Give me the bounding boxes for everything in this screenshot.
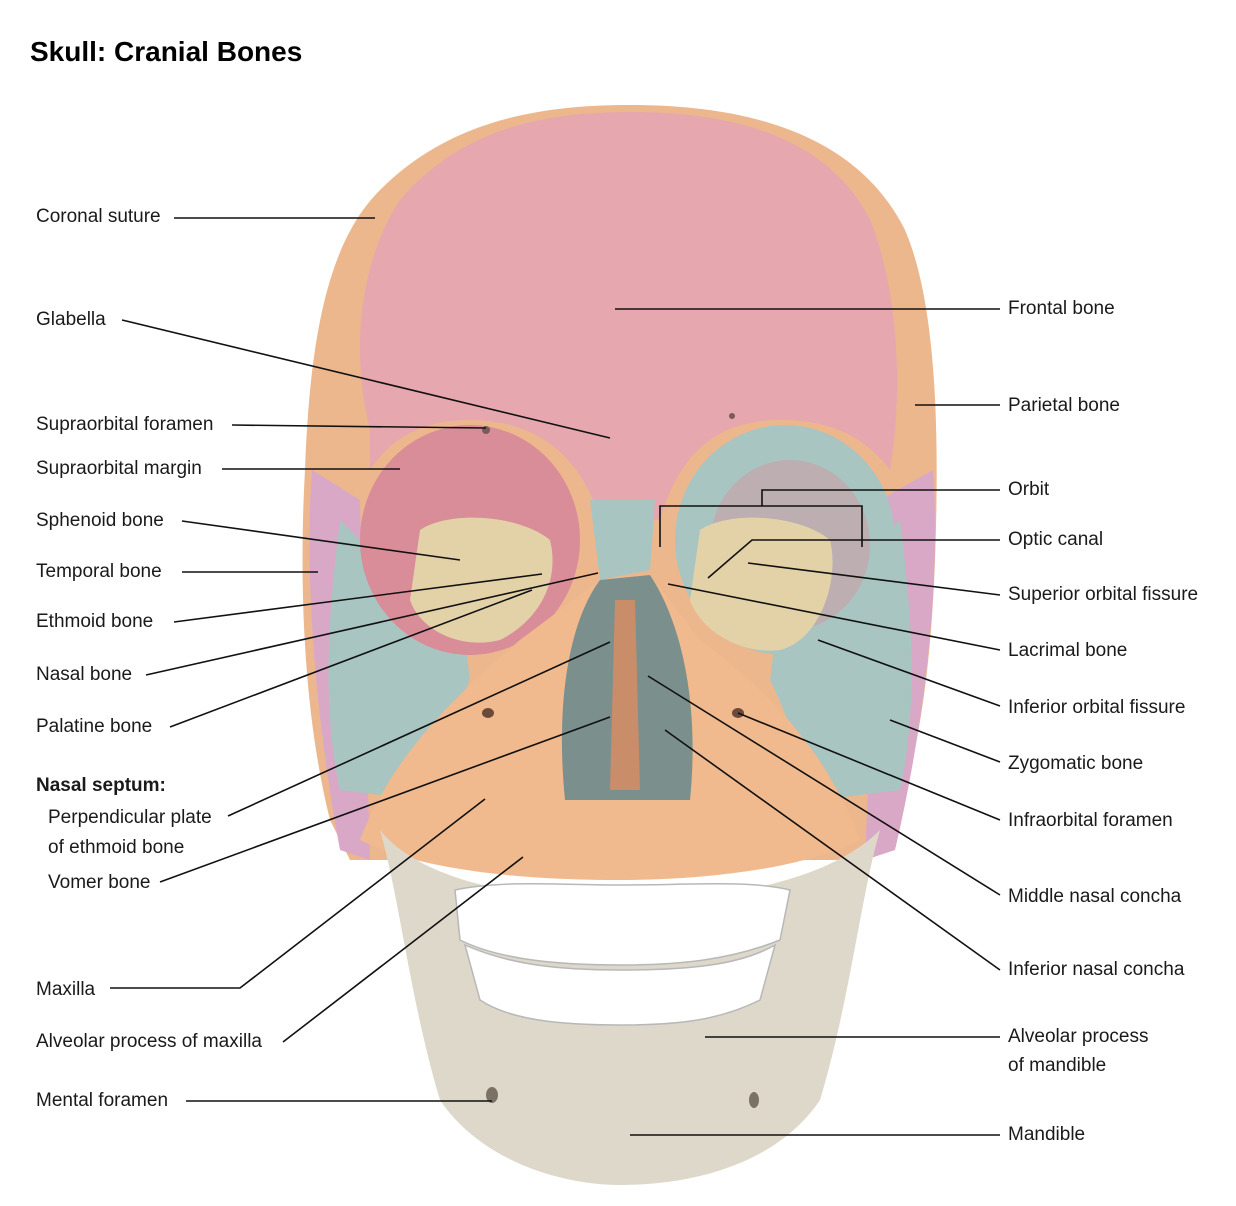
- label-perpendicular-plate-line1: Perpendicular plate: [48, 807, 212, 828]
- label-parietal-bone: Parietal bone: [1008, 395, 1120, 416]
- lower-teeth: [463, 943, 777, 1026]
- label-middle-nasal-concha: Middle nasal concha: [1008, 886, 1182, 907]
- label-alveolar-process-mandible-line2: of mandible: [1008, 1055, 1107, 1076]
- label-coronal-suture: Coronal suture: [36, 206, 161, 227]
- label-ethmoid-bone: Ethmoid bone: [36, 611, 154, 632]
- label-lacrimal-bone: Lacrimal bone: [1008, 640, 1128, 661]
- label-frontal-bone: Frontal bone: [1008, 298, 1115, 319]
- label-maxilla: Maxilla: [36, 979, 96, 1000]
- upper-teeth: [454, 883, 791, 966]
- label-supraorbital-margin: Supraorbital margin: [36, 458, 202, 479]
- label-alveolar-process-maxilla: Alveolar process of maxilla: [36, 1031, 262, 1052]
- label-vomer-bone: Vomer bone: [48, 872, 151, 893]
- label-zygomatic-bone: Zygomatic bone: [1008, 753, 1144, 774]
- leader-lines-left: [110, 217, 611, 1102]
- leader-lines-right: [615, 308, 1001, 1136]
- label-alveolar-process-mandible-line1: Alveolar process: [1008, 1026, 1149, 1047]
- label-sphenoid-bone: Sphenoid bone: [36, 510, 164, 531]
- sphenoid-in-left-orbit: [410, 517, 553, 643]
- supraorbital-foramen-right: [729, 413, 735, 419]
- mental-foramen-right: [749, 1092, 759, 1108]
- label-nasal-septum-header: Nasal septum:: [36, 775, 166, 796]
- label-glabella: Glabella: [36, 309, 106, 330]
- label-superior-orbital-fissure: Superior orbital fissure: [1008, 584, 1199, 605]
- mental-foramen-left: [486, 1087, 498, 1103]
- label-inferior-nasal-concha: Inferior nasal concha: [1008, 959, 1185, 980]
- nasal-bone: [590, 500, 655, 580]
- infraorbital-foramen-left: [482, 708, 494, 718]
- label-supraorbital-foramen: Supraorbital foramen: [36, 414, 214, 435]
- label-optic-canal: Optic canal: [1008, 529, 1104, 550]
- sphenoid-in-right-orbit: [690, 517, 833, 651]
- label-palatine-bone: Palatine bone: [36, 716, 153, 737]
- nasal-septum: [610, 600, 640, 790]
- label-inferior-orbital-fissure: Inferior orbital fissure: [1008, 697, 1186, 718]
- label-orbit: Orbit: [1008, 479, 1050, 500]
- frontal-bone: [360, 112, 898, 520]
- label-infraorbital-foramen: Infraorbital foramen: [1008, 810, 1173, 831]
- label-temporal-bone: Temporal bone: [36, 561, 162, 582]
- label-mandible: Mandible: [1008, 1124, 1086, 1145]
- page-title: Skull: Cranial Bones: [30, 36, 303, 67]
- label-mental-foramen: Mental foramen: [36, 1090, 169, 1111]
- label-nasal-bone: Nasal bone: [36, 664, 133, 685]
- label-perpendicular-plate-line2: of ethmoid bone: [48, 837, 185, 858]
